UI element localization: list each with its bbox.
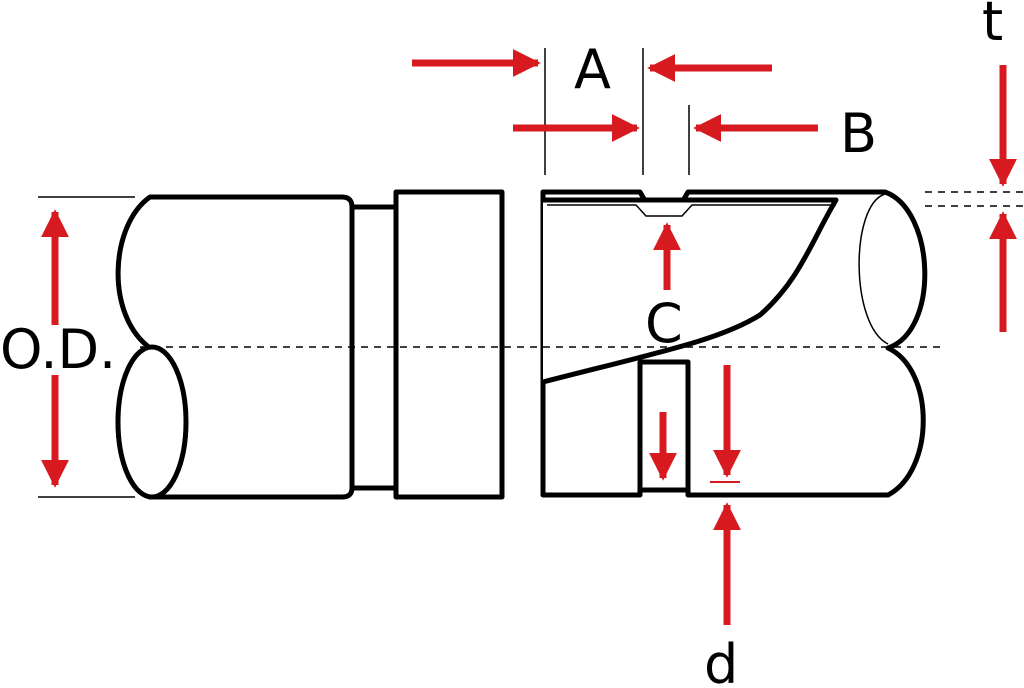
a-label: A <box>574 38 611 101</box>
od-label: O.D. <box>0 318 116 381</box>
dimension-arrows <box>41 49 1017 625</box>
extension-lines <box>38 48 1024 498</box>
t-label: t <box>982 0 1003 53</box>
right-pipe-end-face <box>858 193 889 345</box>
b-label: B <box>840 102 877 165</box>
right-pipe <box>540 189 928 498</box>
inner-wall-line <box>547 204 836 217</box>
cutaway-section <box>542 197 839 385</box>
left-coupling-segment <box>393 189 505 500</box>
left-pipe <box>115 189 505 500</box>
left-pipe-end-face <box>115 344 189 500</box>
c-label: C <box>645 292 683 355</box>
d-label: d <box>704 633 738 688</box>
